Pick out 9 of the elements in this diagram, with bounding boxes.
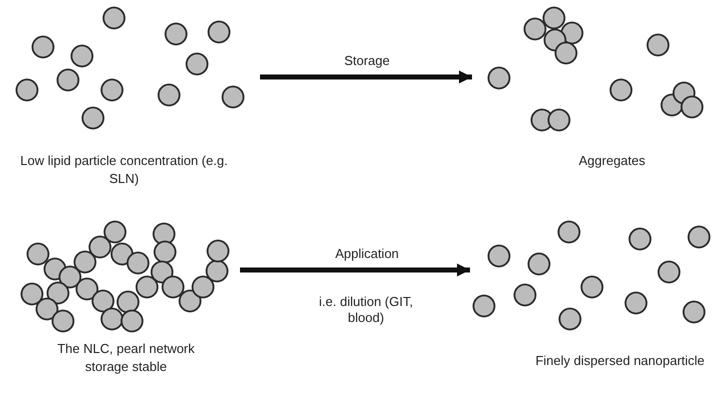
node-label: Low lipid particle concentration (e.g. SLN) — [19, 152, 229, 188]
arrow — [240, 264, 470, 276]
edge-label: Application — [334, 246, 400, 262]
arrow — [260, 70, 472, 84]
node-label: The NLC, pearl network storage stable — [56, 340, 196, 376]
edge-label: Storage — [343, 53, 391, 70]
node-label: Finely dispersed nanoparticle — [534, 352, 706, 370]
note-text: i.e. dilution (GIT, blood) — [318, 294, 414, 326]
node-label: Aggregates — [578, 152, 646, 170]
